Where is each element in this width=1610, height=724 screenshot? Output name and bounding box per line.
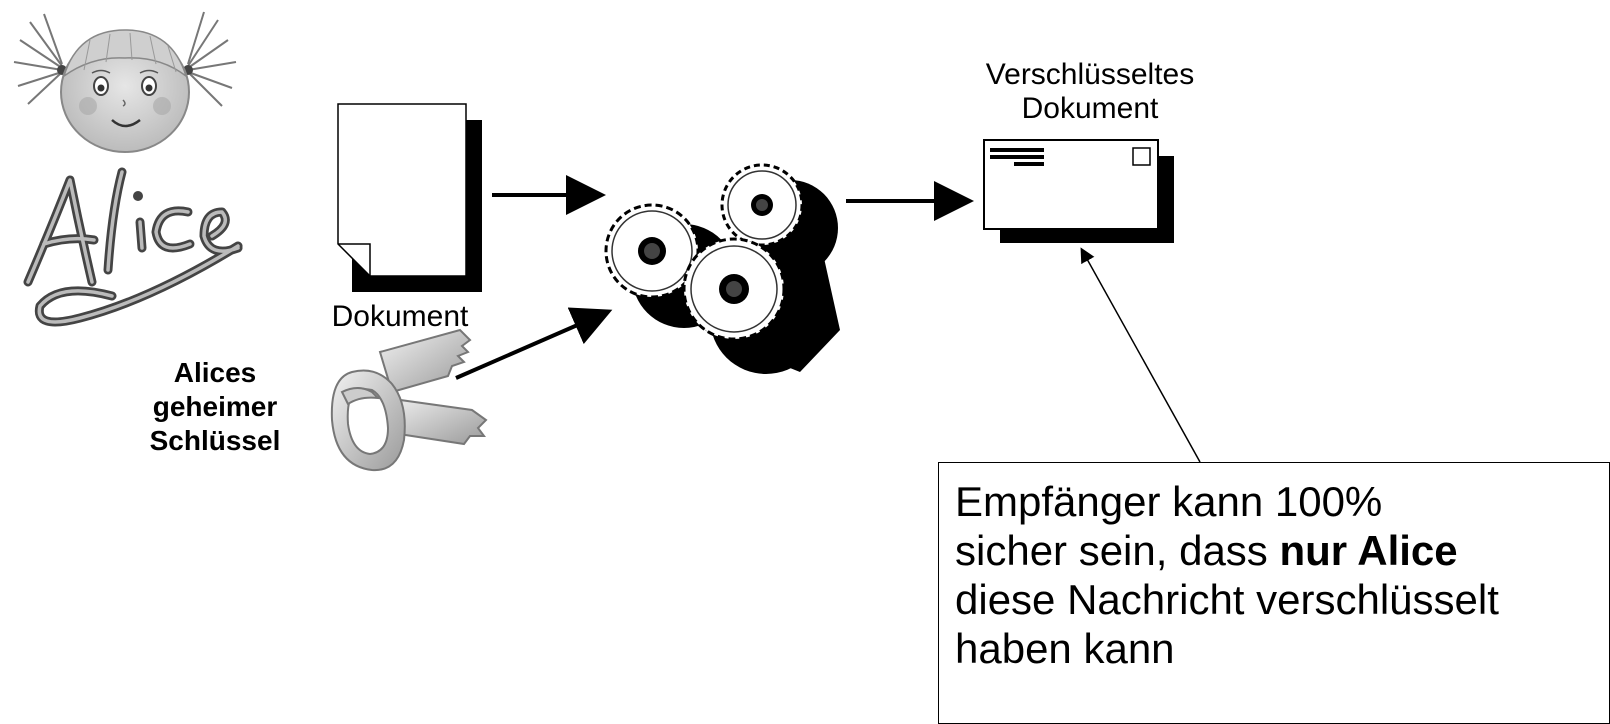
callout-line4: haben kann — [955, 625, 1175, 672]
callout-text: Empfänger kann 100% sicher sein, dass nu… — [939, 463, 1609, 673]
callout-line2-text: sicher sein, dass — [955, 527, 1280, 574]
gears-icon — [604, 163, 840, 374]
envelope-icon — [983, 139, 1174, 243]
encrypted-document-label-line2: Dokument — [1021, 92, 1159, 125]
encrypted-document-label: Verschlüsseltes Dokument — [950, 58, 1230, 126]
secret-key-label-line3: Schlüssel — [149, 425, 281, 456]
secret-key-label-line1: Alices — [173, 357, 257, 388]
secret-key-label-line2: geheimer — [152, 391, 278, 422]
callout-line1: Empfänger kann 100% — [955, 478, 1383, 525]
callout-line2: sicher sein, dass nur Alice — [955, 526, 1593, 575]
callout-box: Empfänger kann 100% sicher sein, dass nu… — [938, 462, 1610, 724]
arrow-key-to-gears — [455, 307, 613, 380]
alice-signature-icon — [23, 167, 243, 327]
callout-line3: diese Nachricht verschlüsselt — [955, 576, 1499, 623]
key-icon — [330, 328, 488, 472]
document-label: Dokument — [331, 300, 469, 333]
alice-face-icon — [13, 11, 237, 153]
encrypted-document-label-line1: Verschlüsseltes — [985, 58, 1195, 91]
callout-emphasis: nur Alice — [1279, 527, 1458, 574]
secret-key-label: Alices geheimer Schlüssel — [120, 356, 310, 458]
callout-pointer — [1080, 247, 1201, 463]
document-icon — [337, 103, 482, 292]
